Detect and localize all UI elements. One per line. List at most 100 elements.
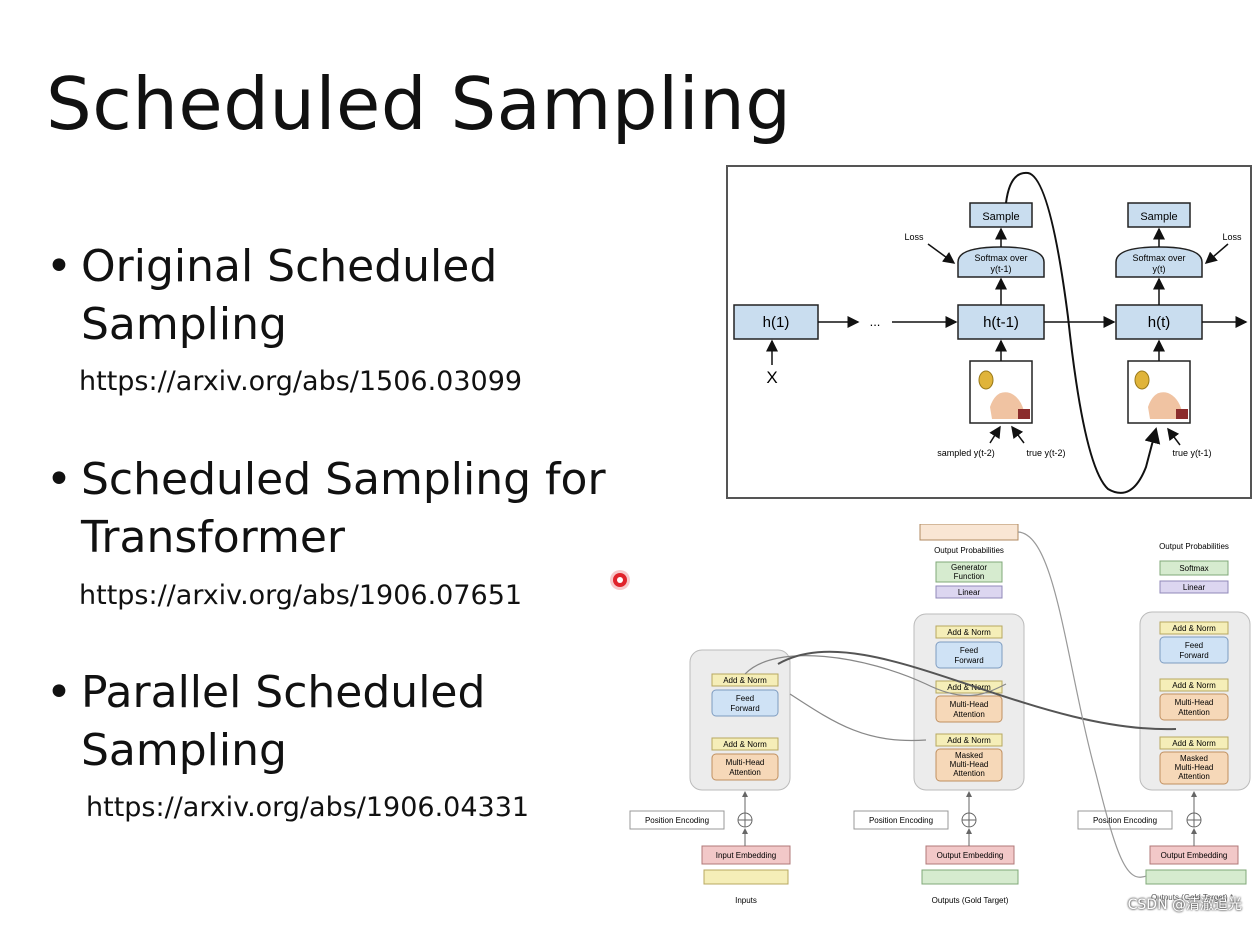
position-encoding-label: Position Encoding xyxy=(869,816,933,825)
h1-label: h(1) xyxy=(763,314,790,331)
position-encoding-box xyxy=(853,810,949,830)
sampled-label: sampled y(t-2) xyxy=(937,448,995,458)
masked-attention-box xyxy=(1159,751,1229,785)
feed-label: Feed xyxy=(736,694,754,703)
bullet-text-line1: Parallel Scheduled xyxy=(81,667,486,718)
residual-curve xyxy=(789,693,927,742)
outputs-gold-label-cut: Outputs (Gold Target) * xyxy=(1151,893,1233,902)
bullet-text-line1: Original Scheduled xyxy=(81,241,498,292)
add-norm-label: Add & Norm xyxy=(1172,681,1216,690)
generator-box xyxy=(935,561,1003,583)
slide-title: Scheduled Sampling xyxy=(46,62,792,146)
attention-label: Attention xyxy=(1178,708,1210,717)
feed-label: Feed xyxy=(960,646,978,655)
attention-label: Attention xyxy=(729,768,761,777)
softmax-box-right xyxy=(1115,246,1203,278)
sample-box-right xyxy=(1127,202,1191,228)
add-norm-label: Add & Norm xyxy=(947,628,991,637)
add-norm-box xyxy=(935,733,1003,747)
paper-link[interactable]: https://arxiv.org/abs/1906.07651 xyxy=(79,580,523,611)
attention-label: Attention xyxy=(1178,772,1210,781)
sample-label-right: Sample xyxy=(1140,211,1177,223)
coin-icon xyxy=(978,370,994,390)
hidden-state-h1 xyxy=(733,304,819,340)
masked-attention-box xyxy=(935,748,1003,782)
softmax-label-right: Softmax over xyxy=(1132,253,1185,263)
sample-feedback-curve xyxy=(1005,171,1161,494)
feed-forward-box xyxy=(711,689,779,717)
bullet-text-line2: Sampling xyxy=(81,299,287,350)
outputs-gold-label: Outputs (Gold Target) xyxy=(932,896,1009,905)
mha-label: Multi-Head xyxy=(726,758,765,767)
loss-label-left: Loss xyxy=(904,232,924,242)
outputs-vector xyxy=(921,869,1019,885)
feed-forward-box xyxy=(1159,636,1229,664)
mha-label: Multi-Head xyxy=(950,760,989,769)
add-norm-label: Add & Norm xyxy=(947,683,991,692)
input-embedding-label: Input Embedding xyxy=(716,851,777,860)
attention-label: Attention xyxy=(953,769,985,778)
forward-label: Forward xyxy=(1179,651,1208,660)
attention-label: Attention xyxy=(953,710,985,719)
bullet-text-line1: Scheduled Sampling for xyxy=(81,454,606,505)
feed-label: Feed xyxy=(1185,641,1203,650)
attention-box xyxy=(1159,693,1229,721)
sample-box-left xyxy=(969,202,1033,228)
inputs-vector xyxy=(703,869,789,885)
softmax-label: Softmax xyxy=(1179,564,1208,573)
bullet-dot: • xyxy=(46,241,72,292)
add-norm-label: Add & Norm xyxy=(1172,739,1216,748)
x-input-label: X xyxy=(766,368,777,387)
paper-link[interactable]: https://arxiv.org/abs/1906.04331 xyxy=(86,792,530,823)
coin-icon xyxy=(1134,370,1150,390)
hand-icon xyxy=(990,392,1024,419)
record-pointer-icon xyxy=(613,573,627,587)
hidden-state-ht1 xyxy=(957,304,1045,340)
true-t2-label: true y(t-2) xyxy=(1026,448,1065,458)
position-encoding-label: Position Encoding xyxy=(645,816,709,825)
softmax-box xyxy=(1159,560,1229,576)
hidden-state-ht xyxy=(1115,304,1203,340)
transformer-figure-svg: Add & Norm Feed Forward Add & Norm Multi… xyxy=(629,523,1251,905)
ht1-label: h(t-1) xyxy=(983,314,1019,331)
add-norm-label: Add & Norm xyxy=(723,676,767,685)
output-embedding-label: Output Embedding xyxy=(1161,851,1228,860)
softmax-box-left xyxy=(957,246,1045,278)
forward-label: Forward xyxy=(730,704,759,713)
feed-forward-box xyxy=(935,641,1003,669)
paper-link[interactable]: https://arxiv.org/abs/1506.03099 xyxy=(79,366,523,397)
bullet-text-line2: Sampling xyxy=(81,725,287,776)
output-embedding-label: Output Embedding xyxy=(937,851,1004,860)
hand-icon xyxy=(1148,392,1182,419)
sampled-output-curve xyxy=(1017,531,1147,878)
bullet-dot: • xyxy=(46,667,72,718)
ellipsis-label: ... xyxy=(870,314,881,329)
bullet-dot: • xyxy=(46,454,72,505)
rnn-scheduled-sampling-figure: Sample Softmax over y(t-1) Loss Sample S… xyxy=(726,165,1252,499)
softmax-label-left-sub: y(t-1) xyxy=(991,264,1012,274)
attention-box xyxy=(711,753,779,781)
encoder-to-right-decoder-curve xyxy=(777,650,1177,731)
add-norm-label: Add & Norm xyxy=(723,740,767,749)
bullet-text-line2: Transformer xyxy=(81,512,346,563)
output-probabilities-label: Output Probabilities xyxy=(1159,542,1229,551)
linear-box xyxy=(935,585,1003,599)
mha-label: Multi-Head xyxy=(1175,698,1214,707)
rnn-figure-svg: Sample Softmax over y(t-1) Loss Sample S… xyxy=(733,171,1248,494)
add-norm-box xyxy=(711,737,779,751)
mha-label: Multi-Head xyxy=(950,700,989,709)
mha-label: Multi-Head xyxy=(1175,763,1214,772)
loss-label-right: Loss xyxy=(1222,232,1242,242)
sample-label-left: Sample xyxy=(982,211,1019,223)
add-norm-box xyxy=(1159,736,1229,750)
transformer-scheduled-sampling-figure: Add & Norm Feed Forward Add & Norm Multi… xyxy=(626,523,1256,922)
output-embedding-box xyxy=(925,845,1015,865)
true-t1-label: true y(t-1) xyxy=(1172,448,1211,458)
input-embedding-box xyxy=(701,845,791,865)
add-norm-label: Add & Norm xyxy=(1172,624,1216,633)
softmax-label-left: Softmax over xyxy=(974,253,1027,263)
encoder-to-decoder-curve xyxy=(744,655,1007,697)
inputs-label: Inputs xyxy=(735,896,757,905)
function-label: Function xyxy=(954,572,985,581)
ht-label: h(t) xyxy=(1148,314,1171,331)
